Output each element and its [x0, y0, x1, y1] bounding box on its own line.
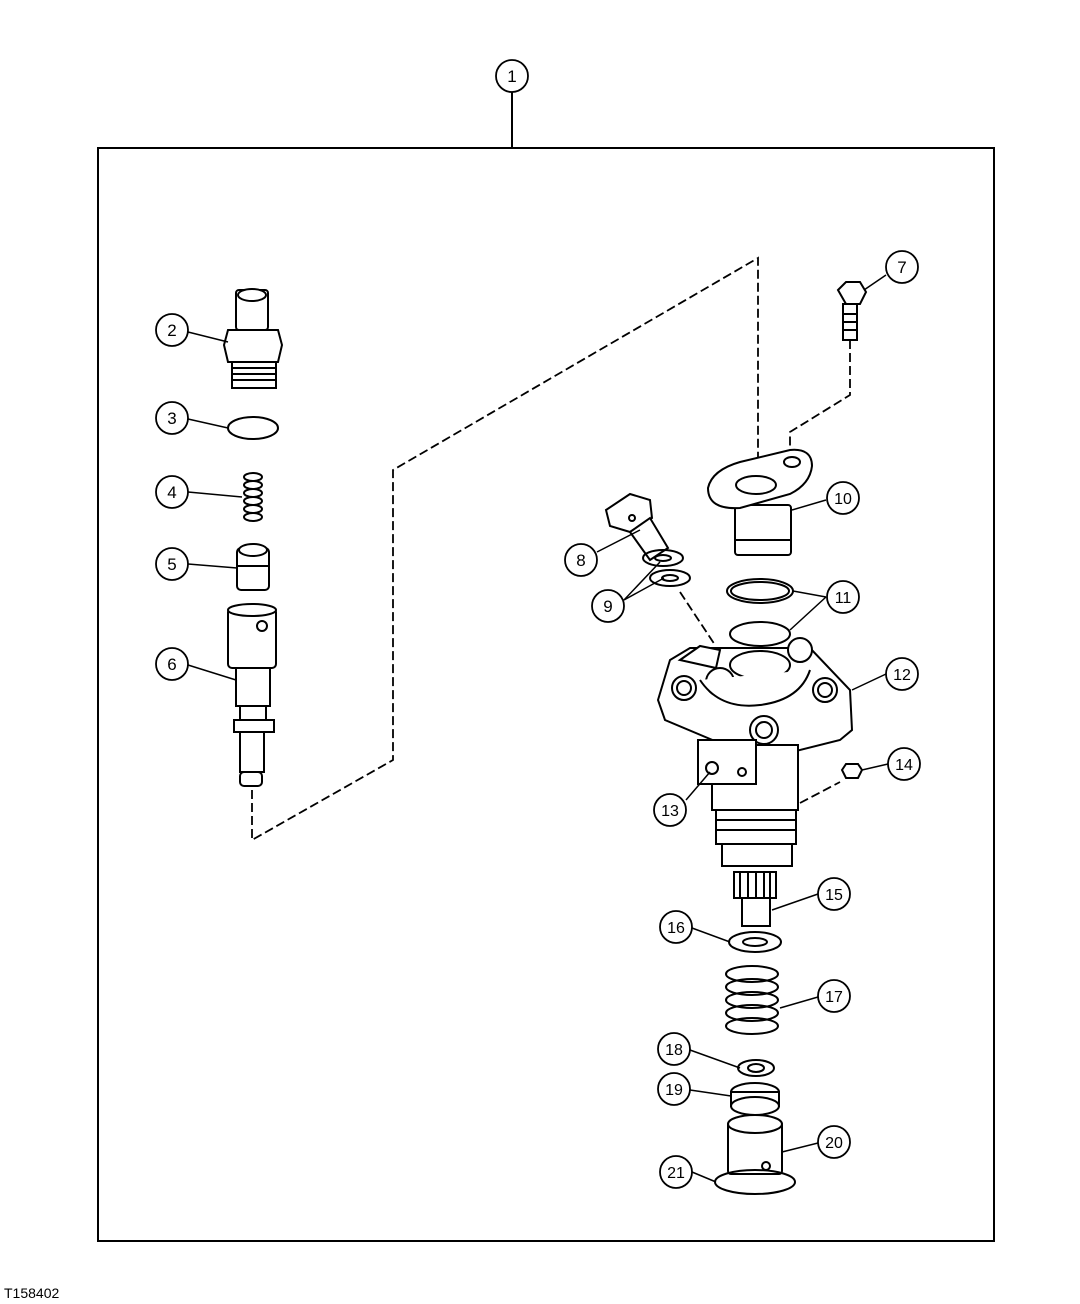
bolt-part — [836, 281, 868, 341]
valve-holder-part — [222, 288, 284, 389]
callout-20-label: 20 — [825, 1135, 843, 1152]
callout-14-label: 14 — [895, 757, 913, 774]
callout-6: 6 — [155, 647, 189, 681]
callout-7: 7 — [885, 250, 919, 284]
callout-18: 18 — [657, 1032, 691, 1066]
callout-16: 16 — [659, 910, 693, 944]
callout-10-label: 10 — [834, 491, 852, 508]
o-rings-part — [726, 578, 794, 647]
callout-15: 15 — [817, 877, 851, 911]
callout-1: 1 — [495, 59, 529, 93]
figure-id: T158402 — [4, 1285, 60, 1301]
washers-part — [642, 549, 691, 587]
callout-4: 4 — [155, 475, 189, 509]
callout-3-label: 3 — [167, 409, 176, 428]
callout-16-label: 16 — [667, 920, 685, 937]
callout-13: 13 — [653, 793, 687, 827]
spring-seat-part — [728, 931, 782, 953]
callout-8: 8 — [564, 543, 598, 577]
small-spring-part — [243, 472, 263, 522]
plunger-part — [227, 603, 277, 787]
callout-21-label: 21 — [667, 1165, 685, 1182]
callout-20: 20 — [817, 1125, 851, 1159]
callout-2-label: 2 — [167, 321, 176, 340]
callout-19-label: 19 — [665, 1082, 683, 1099]
plug-part — [840, 763, 864, 779]
flanged-sleeve-part — [706, 448, 814, 556]
callout-18-label: 18 — [665, 1042, 683, 1059]
callout-10: 10 — [826, 481, 860, 515]
shim-part — [730, 1082, 780, 1116]
plunger-spring-part — [725, 965, 779, 1035]
callout-1-label: 1 — [507, 67, 516, 86]
callout-6-label: 6 — [167, 655, 176, 674]
callout-8-label: 8 — [576, 551, 585, 570]
callout-15-label: 15 — [825, 887, 843, 904]
callout-4-label: 4 — [167, 483, 176, 502]
callout-17-label: 17 — [825, 989, 843, 1006]
callout-3: 3 — [155, 401, 189, 435]
pump-housing-part — [656, 637, 854, 867]
callout-12-label: 12 — [893, 667, 911, 684]
callout-7-label: 7 — [897, 258, 906, 277]
assembly-frame — [97, 147, 995, 1242]
callout-11-label: 11 — [835, 590, 852, 607]
banjo-bolt-part — [604, 492, 670, 562]
callout-11: 11 — [826, 580, 860, 614]
callout-5: 5 — [155, 547, 189, 581]
control-sleeve-part — [733, 871, 777, 927]
assembly-dash-lines — [251, 256, 851, 842]
o-ring-part — [227, 416, 279, 440]
callout-14: 14 — [887, 747, 921, 781]
callout-12: 12 — [885, 657, 919, 691]
callout-19: 19 — [657, 1072, 691, 1106]
delivery-valve-part — [236, 543, 270, 591]
callout-13-label: 13 — [661, 803, 679, 820]
callout-9: 9 — [591, 589, 625, 623]
callout-5-label: 5 — [167, 555, 176, 574]
callout-21: 21 — [659, 1155, 693, 1189]
callout-2: 2 — [155, 313, 189, 347]
callout-17: 17 — [817, 979, 851, 1013]
callout-9-label: 9 — [603, 597, 612, 616]
lower-spring-seat-part — [737, 1059, 775, 1077]
leader-lines — [187, 274, 889, 1183]
tappet-part — [727, 1114, 783, 1175]
